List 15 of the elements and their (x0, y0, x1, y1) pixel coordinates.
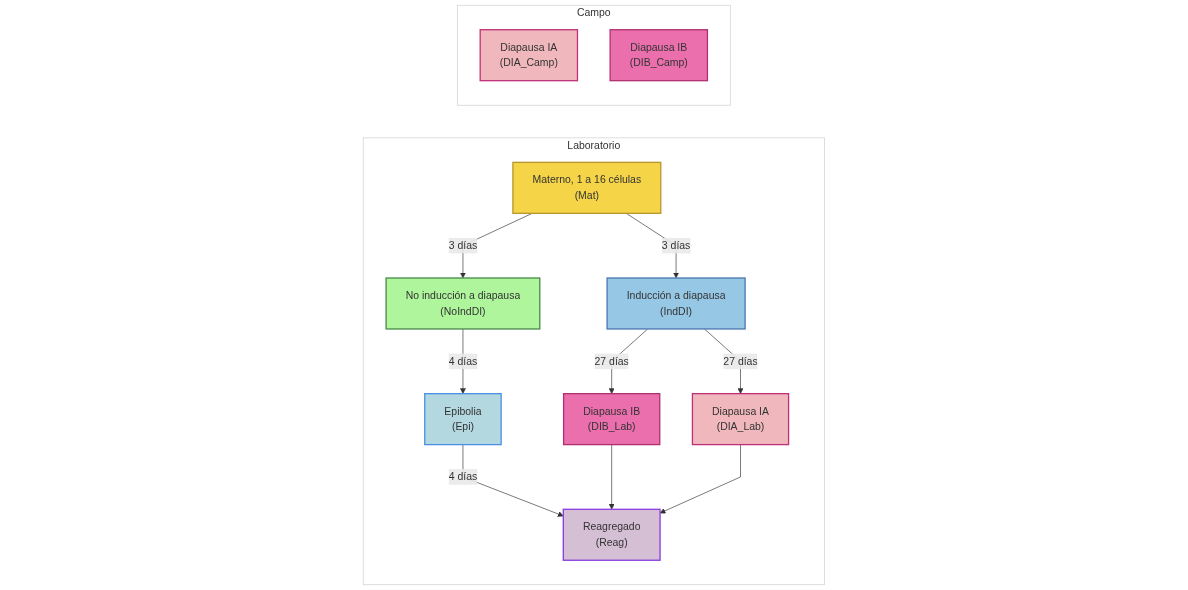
edge-label: 4 días (448, 471, 478, 483)
edge-label: 27 días (594, 355, 630, 367)
edge-label: 27 días (723, 355, 758, 367)
node-box: Epibolia (Epi) (424, 393, 502, 446)
node-box: No inducción a diapausa (NoIndDI) (385, 277, 541, 330)
node-box: Diapausa IB (DIB_Lab) (563, 393, 661, 446)
node-box: Diapausa IA (DIA_Camp) (479, 29, 579, 82)
node-box: Reagregado (Reag) (562, 508, 661, 561)
node-box: Inducción a diapausa (IndDI) (606, 277, 746, 330)
edge-label: 4 días (448, 355, 478, 367)
edge-label: 3 días (448, 239, 478, 251)
node-box: Diapausa IA (DIA_Lab) (691, 393, 790, 446)
edge-label: 3 días (662, 239, 691, 251)
node-box: Materno, 1 a 16 células (Mat) (512, 161, 662, 214)
node-box: Diapausa IB (DIB_Camp) (609, 29, 709, 82)
